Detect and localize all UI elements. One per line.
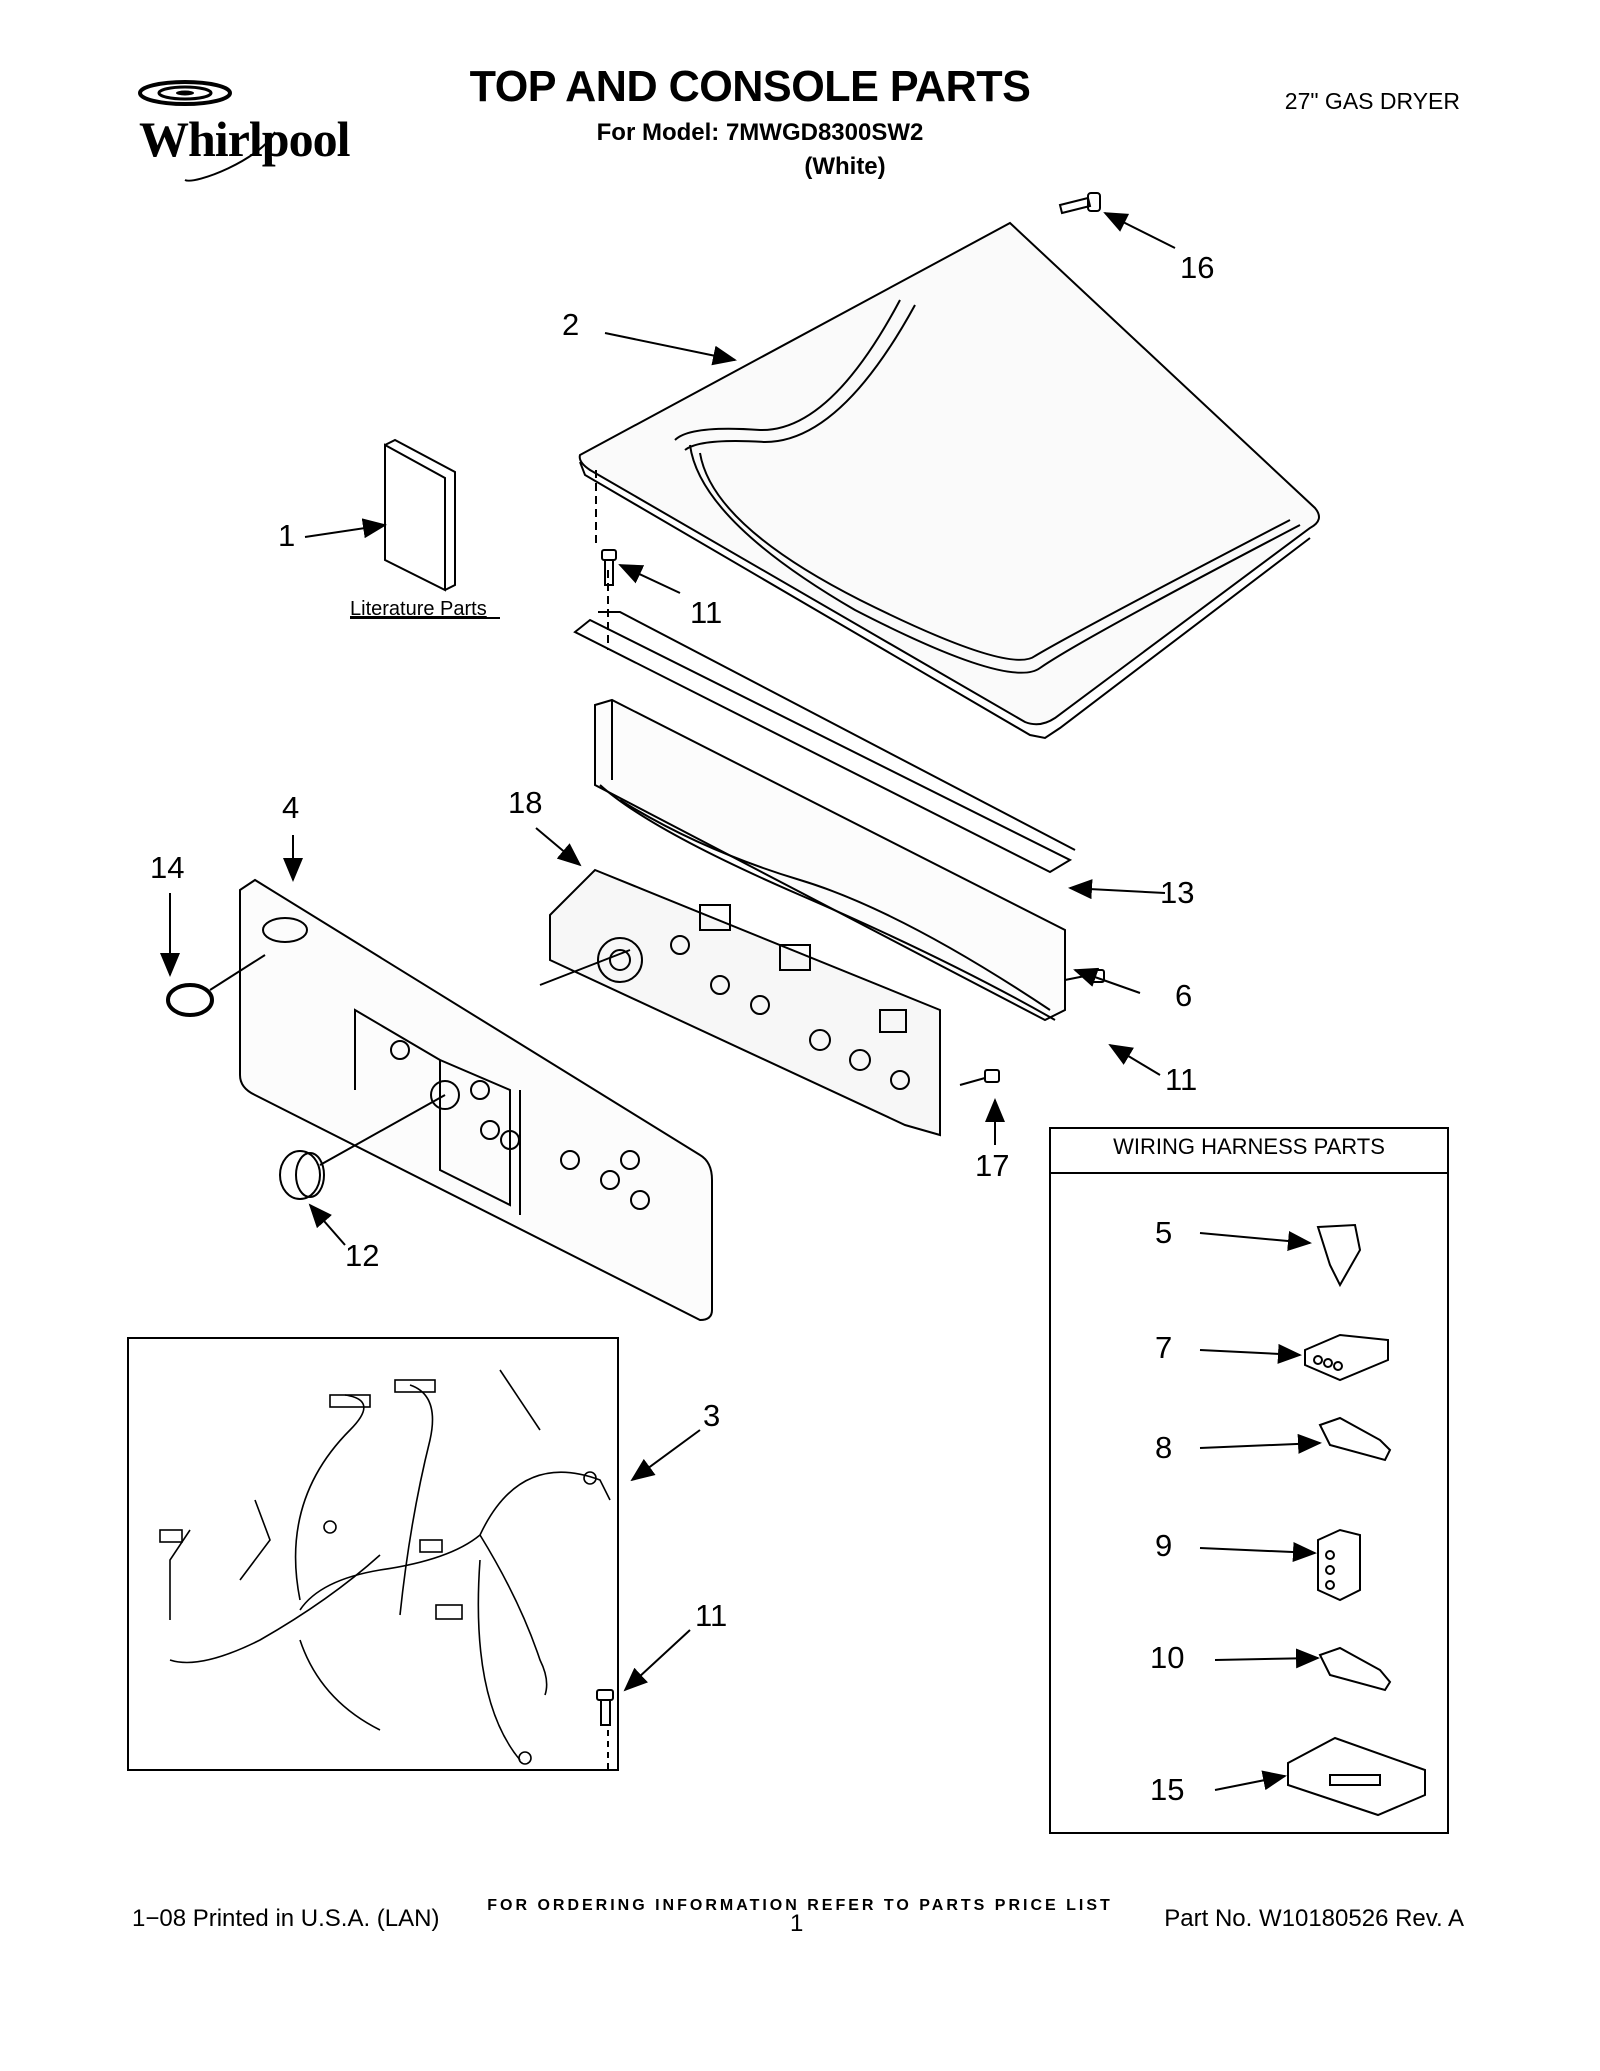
terminal-8-part [1318,1416,1392,1462]
wiring-harness-parts-title: WIRING HARNESS PARTS [1113,1134,1385,1159]
callout-12: 12 [345,1238,380,1273]
connector-7-part [1304,1333,1389,1382]
page-number: 1 [790,1910,804,1937]
product-type: 27" GAS DRYER [1284,88,1460,114]
logo-swirl-icon [138,80,276,182]
callout-1: 1 [278,518,296,553]
callout-9: 9 [1155,1528,1173,1563]
console-bracket-part [573,611,1076,874]
callout-6: 6 [1175,978,1193,1013]
literature-packet-part [384,438,456,592]
callout-11-upper: 11 [690,595,723,630]
callout-2: 2 [562,307,580,342]
callout-4: 4 [282,790,300,825]
screw-11-upper-part [601,549,617,586]
wiring-harness-parts-box [1049,1127,1449,1834]
model-info: For Model: 7MWGD8300SW2 (White) [560,116,960,184]
callout-17: 17 [975,1148,1010,1183]
terminal-10-part [1318,1646,1392,1692]
print-info: 1−08 Printed in U.S.A. (LAN) [132,1905,440,1932]
callout-14: 14 [150,850,185,885]
literature-parts-label: Literature Parts [350,598,487,620]
callout-7: 7 [1155,1330,1173,1365]
ring-14-part [166,983,214,1017]
callout-8: 8 [1155,1430,1173,1465]
ordering-note: FOR ORDERING INFORMATION REFER TO PARTS … [487,1897,1113,1914]
brand-wordmark: Whirlpool [139,111,350,167]
screw-16-part [1058,192,1101,215]
callout-5: 5 [1155,1215,1173,1250]
callout-18: 18 [508,785,543,820]
callout-11-right: 11 [1165,1062,1198,1097]
console-frame-part [594,698,1066,1022]
callout-15: 15 [1150,1772,1185,1807]
callout-10: 10 [1150,1640,1185,1675]
page-title: TOP AND CONSOLE PARTS [469,62,1031,111]
screw-11-lower-part [596,1689,614,1726]
color-line: (White) [804,153,886,180]
callout-11-lower: 11 [695,1598,728,1633]
connector-9-part [1317,1528,1361,1602]
whirlpool-logo: Whirlpool [125,60,365,190]
connector-5-part [1316,1223,1362,1288]
connector-15-part [1287,1736,1426,1817]
harness-box [127,1337,619,1771]
part-number: Part No. W10180526 Rev. A [1164,1905,1464,1932]
callout-3: 3 [703,1398,721,1433]
knob-12-part [279,1150,325,1200]
console-panel-part [239,878,713,1322]
control-board-part [549,868,941,1137]
top-panel-part [578,221,1320,740]
callout-13: 13 [1160,875,1195,910]
model-line: For Model: 7MWGD8300SW2 [596,119,924,146]
callout-16: 16 [1180,250,1215,285]
screw-17-part [984,1069,1000,1083]
main-wiring-harness-part [159,1369,611,1765]
